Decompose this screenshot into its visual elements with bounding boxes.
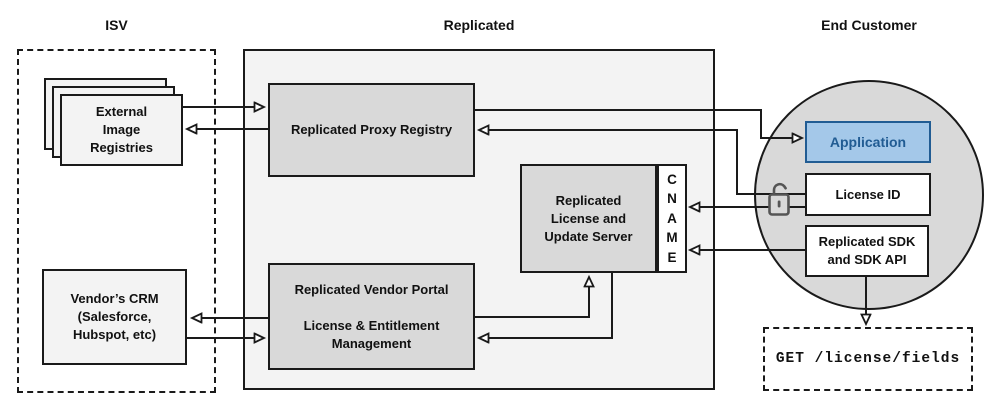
replicated-license-update-server-node: Replicated License and Update Server (520, 164, 657, 273)
license-id-node: License ID (805, 173, 931, 216)
application-node: Application (805, 121, 931, 163)
license-id-label: License ID (835, 186, 901, 202)
external-image-registries-node: External Image Registries (60, 94, 183, 166)
replicated-vendor-portal-label: Replicated Vendor Portal License & Entit… (294, 281, 449, 351)
section-title-end-customer: End Customer (821, 17, 917, 33)
replicated-vendor-portal-node: Replicated Vendor Portal License & Entit… (268, 263, 475, 370)
isv-boundary-box (17, 49, 216, 393)
replicated-proxy-registry-label: Replicated Proxy Registry (290, 122, 453, 137)
cname-node: CNAME (657, 164, 687, 273)
get-license-fields-node: GET /license/fields (763, 327, 973, 391)
get-license-fields-label: GET /license/fields (775, 351, 961, 367)
replicated-sdk-label: Replicated SDK and SDK API (818, 234, 916, 267)
replicated-proxy-registry-node: Replicated Proxy Registry (268, 83, 475, 177)
vendors-crm-label: Vendor’s CRM (Salesforce, Hubspot, etc) (70, 291, 159, 342)
section-title-isv: ISV (105, 17, 128, 33)
vendors-crm-node: Vendor’s CRM (Salesforce, Hubspot, etc) (42, 269, 187, 365)
application-label: Application (829, 134, 907, 150)
section-title-replicated: Replicated (443, 17, 515, 33)
cname-label: CNAME (666, 171, 678, 265)
replicated-license-update-server-label: Replicated License and Update Server (544, 192, 633, 244)
replicated-sdk-node: Replicated SDK and SDK API (805, 225, 929, 277)
unlocked-padlock-icon (768, 182, 790, 216)
external-image-registries-label: External Image Registries (90, 104, 153, 155)
